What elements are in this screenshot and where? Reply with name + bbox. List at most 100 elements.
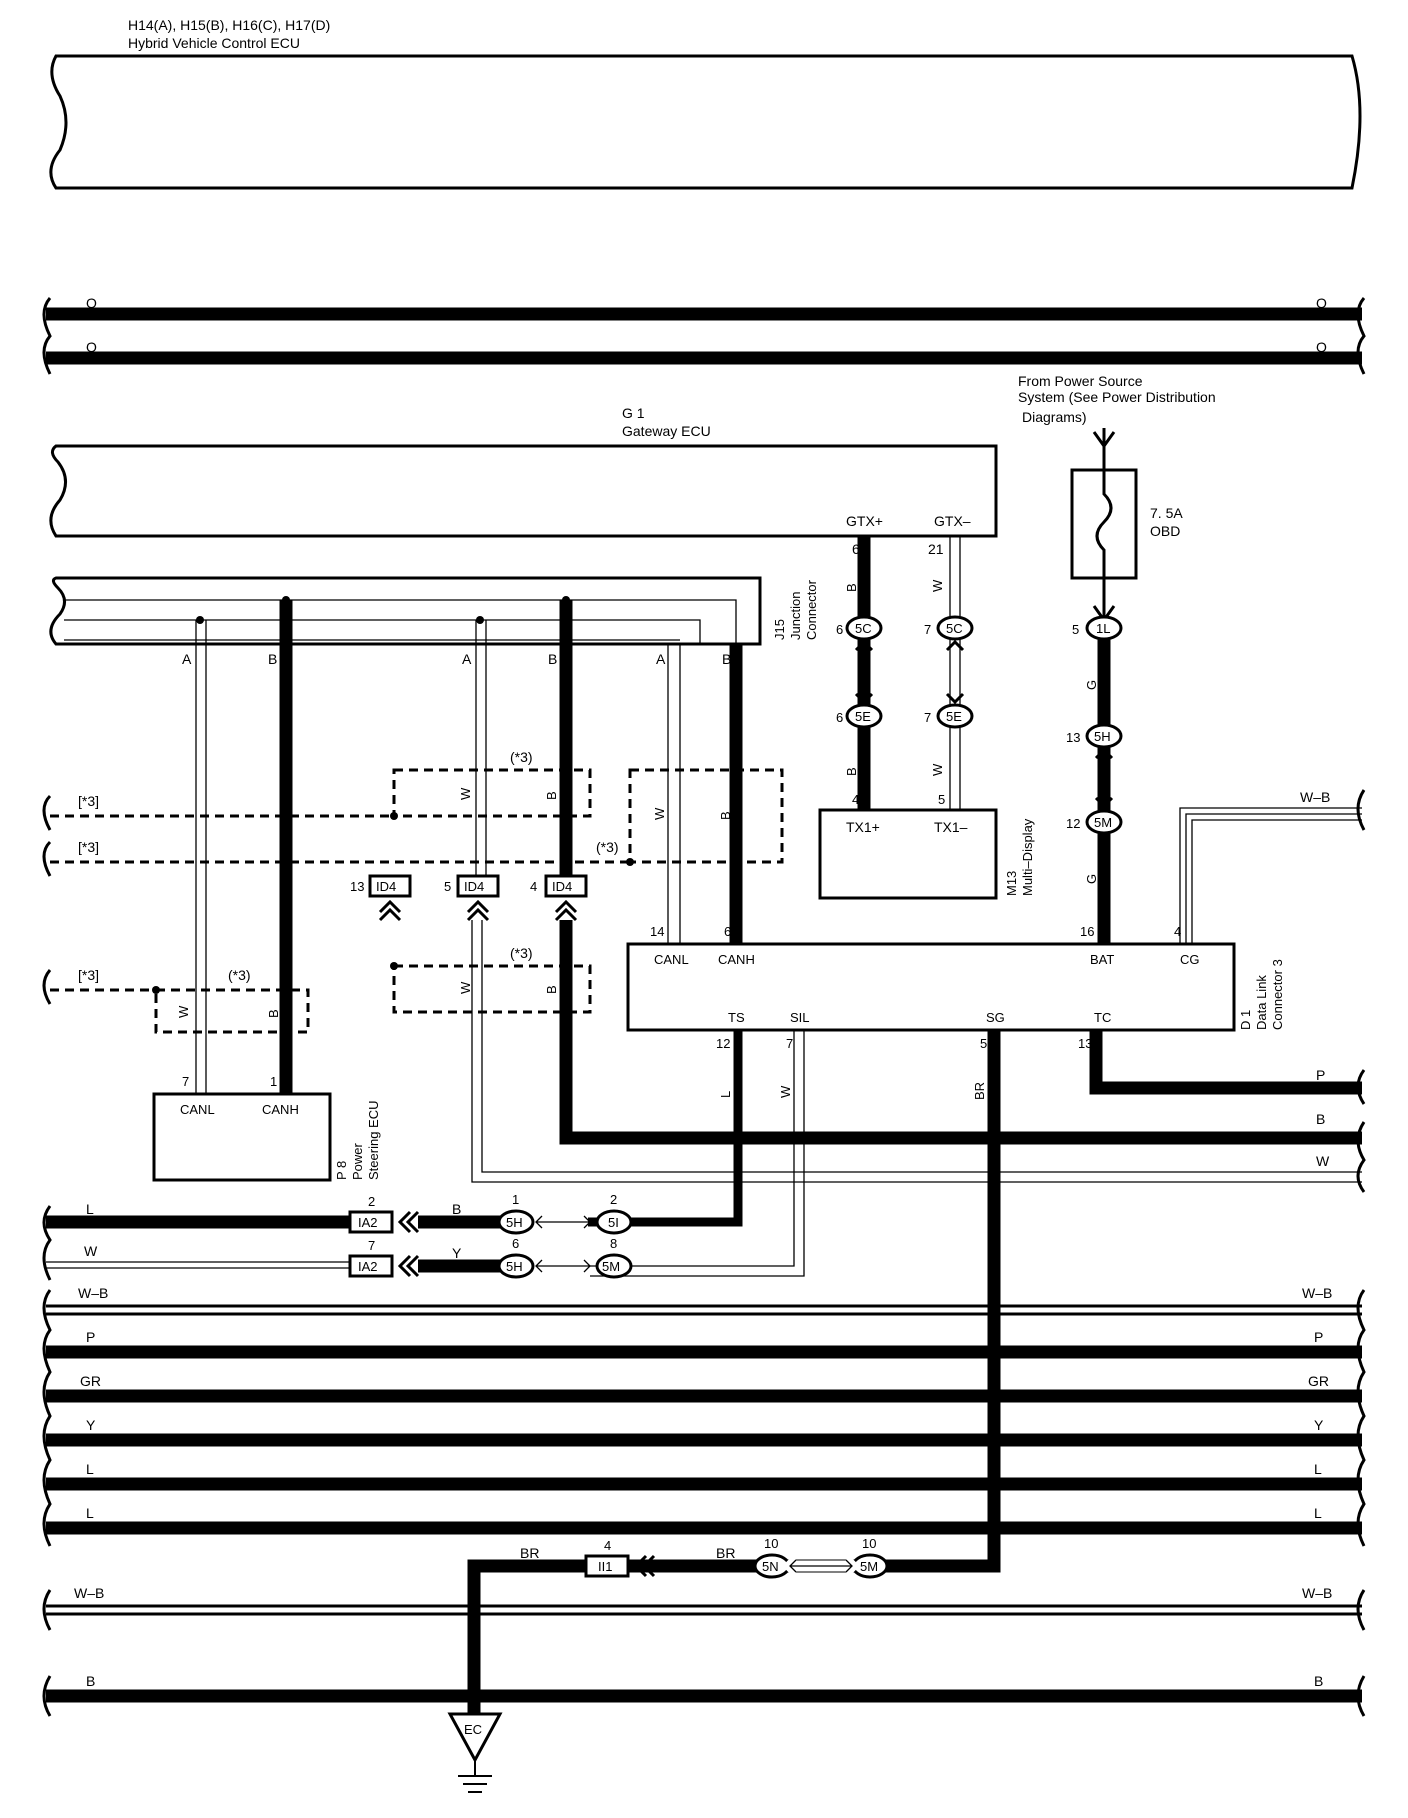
- note-star3-6: (*3): [228, 967, 251, 983]
- wc-l-1r: L: [1314, 1461, 1322, 1477]
- wc-y-ia2: Y: [452, 1245, 462, 1261]
- dlc-num-4: 4: [1174, 924, 1181, 939]
- conn-5n: 5N: [762, 1559, 779, 1574]
- note-star3-5: [*3]: [78, 967, 99, 983]
- wc-br-sg: BR: [972, 1082, 987, 1100]
- junction-line2: Connector: [804, 579, 819, 640]
- ps-code: P 8: [334, 1161, 349, 1180]
- ps-line1: Power: [350, 1142, 365, 1180]
- ps-pin-canh: CANH: [262, 1102, 299, 1117]
- conn-5e-2: 5E: [946, 709, 962, 724]
- wc-w-ia2: W: [84, 1243, 98, 1259]
- dlc-num-12: 12: [716, 1036, 730, 1051]
- wc-p-1: P: [86, 1329, 95, 1345]
- wc-w-3: W: [176, 1005, 191, 1018]
- ps-line2: Steering ECU: [366, 1101, 381, 1180]
- ia2-label-1: IA2: [358, 1215, 378, 1230]
- fuse-amp: 7. 5A: [1150, 505, 1183, 521]
- wc-b-bottom-r: B: [1314, 1673, 1323, 1689]
- wire-o-label-4: O: [1316, 339, 1327, 355]
- ps-pin-canl: CANL: [180, 1102, 215, 1117]
- cg-wire: W–B: [1179, 789, 1366, 944]
- dlc-line2: Connector 3: [1270, 959, 1285, 1030]
- gateway-num-6: 6: [852, 541, 860, 557]
- id4-num-5: 5: [444, 879, 451, 894]
- num-10-5n: 10: [764, 1536, 778, 1551]
- dlc-bottom-wires: L W BR P: [588, 1030, 1366, 1573]
- dlc-num-6: 6: [724, 924, 731, 939]
- wc-b-1: B: [544, 791, 559, 800]
- conn-1l: 1L: [1096, 621, 1110, 636]
- conn-5m-gnd: 5M: [860, 1559, 878, 1574]
- option-boxes: (*3) [*3] [*3] (*3) [*3] (*3) (*3) W B W…: [42, 749, 784, 1034]
- wc-b-4: B: [544, 985, 559, 994]
- md-name: Multi–Display: [1020, 818, 1035, 896]
- dlc-pin-ts: TS: [728, 1010, 745, 1025]
- dlc-num-7: 7: [786, 1036, 793, 1051]
- dlc-num-5: 5: [980, 1036, 987, 1051]
- wc-g-2: G: [1084, 874, 1099, 884]
- dlc-pin-sg: SG: [986, 1010, 1005, 1025]
- junction-code: J15: [772, 619, 787, 640]
- num-4-ii1: 4: [604, 1538, 611, 1553]
- wc-l-2r: L: [1314, 1505, 1322, 1521]
- jc-a-2: A: [462, 651, 472, 667]
- wc-w-1: W: [458, 787, 473, 800]
- hybrid-ecu-name: Hybrid Vehicle Control ECU: [128, 35, 300, 51]
- id4-label-2: ID4: [464, 879, 484, 894]
- note-star3-1: (*3): [510, 749, 533, 765]
- wc-w-sil: W: [778, 1085, 793, 1098]
- conn-5c-num-1: 6: [836, 622, 843, 637]
- md-pin-tx1-minus: TX1–: [934, 819, 968, 835]
- ground-ec: EC: [464, 1722, 482, 1737]
- wire-o-label-2: O: [86, 339, 97, 355]
- wire-o-label-1: O: [86, 295, 97, 311]
- wc-w-md1: W: [930, 579, 945, 592]
- multi-display: TX1+ TX1– M13 Multi–Display: [818, 808, 1035, 900]
- dlc-code: D 1: [1238, 1010, 1253, 1030]
- wc-l-2: L: [86, 1505, 94, 1521]
- conn-5m-row2: 5M: [602, 1259, 620, 1274]
- id4-num-4: 4: [530, 879, 537, 894]
- jc-b-2: B: [548, 651, 557, 667]
- conn-5c-2: 5C: [946, 621, 963, 636]
- wc-b-md1: B: [844, 583, 859, 592]
- wc-wb-1r: W–B: [1302, 1285, 1332, 1301]
- wc-wb-2: W–B: [74, 1585, 104, 1601]
- conn-ii1: II1: [598, 1559, 612, 1574]
- num-12-5m: 12: [1066, 816, 1080, 831]
- gateway-code: G 1: [622, 405, 645, 421]
- conn-5e-num-2: 7: [924, 710, 931, 725]
- multi-display-connectors: 5C 5C 5E 5E 6 7 6 7 B W B W 4 5: [836, 536, 974, 810]
- wc-b-bottom: B: [86, 1673, 95, 1689]
- junction-wires: [195, 600, 743, 1094]
- wc-w-right: W: [1316, 1153, 1330, 1169]
- gateway-ecu: G 1 Gateway ECU GTX+ GTX– 6 21: [49, 405, 998, 557]
- junction-line1: Junction: [788, 592, 803, 640]
- power-source-line3: Diagrams): [1022, 409, 1087, 425]
- num-8-5m: 8: [610, 1236, 617, 1251]
- dlc-pin-canh: CANH: [718, 952, 755, 967]
- wc-wb-cg: W–B: [1300, 789, 1330, 805]
- jc-b-3: B: [722, 651, 731, 667]
- id4-label-1: ID4: [376, 879, 396, 894]
- conn-5m-bat: 5M: [1094, 815, 1112, 830]
- wc-b-ia2: B: [452, 1201, 461, 1217]
- wc-p-tc: P: [1316, 1067, 1325, 1083]
- conn-5e-num-1: 6: [836, 710, 843, 725]
- note-star3-7: (*3): [510, 945, 533, 961]
- ia2-rows: L W IA2 IA2 2 7 B Y 5H 5H 1 6 5I 5M 2 8: [42, 1192, 633, 1281]
- wc-w-2: W: [652, 807, 667, 820]
- num-2-5i: 2: [610, 1192, 617, 1207]
- power-source: From Power Source System (See Power Dist…: [1018, 373, 1216, 623]
- conn-5h-row2: 5H: [506, 1259, 523, 1274]
- id4-num-13: 13: [350, 879, 364, 894]
- wc-gr-1: GR: [80, 1373, 101, 1389]
- num-5-1l: 5: [1072, 622, 1079, 637]
- gateway-name: Gateway ECU: [622, 423, 711, 439]
- wc-wb-2r: W–B: [1302, 1585, 1332, 1601]
- ia2-label-2: IA2: [358, 1259, 378, 1274]
- conn-5c-num-2: 7: [924, 622, 931, 637]
- wc-p-1r: P: [1314, 1329, 1323, 1345]
- wc-l-ts: L: [718, 1091, 733, 1098]
